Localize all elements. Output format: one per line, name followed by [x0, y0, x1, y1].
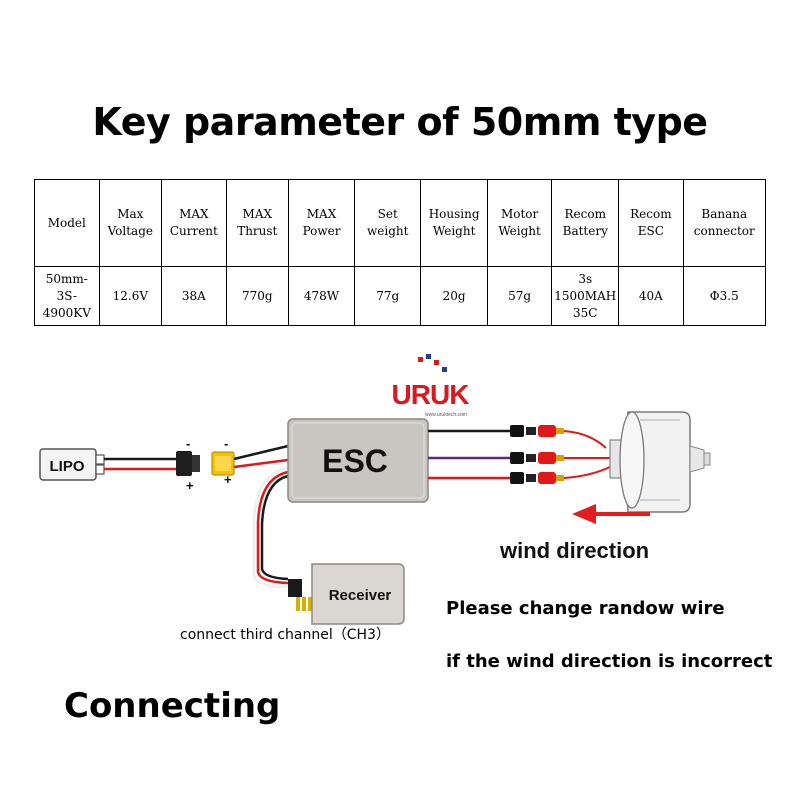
wiring-diagram: LIPO - + - + ESC URUK www.uruktech.com [39, 354, 711, 625]
connector-plus-sign: + [186, 478, 194, 493]
battery-connector-female [176, 451, 200, 476]
edf-fan-unit [609, 411, 711, 513]
wiring-note-line-1: Please change randow wire [446, 598, 725, 619]
value-cell-set-weight: 77g [354, 266, 422, 326]
page-title: Key parameter of 50mm type [92, 100, 708, 144]
uruk-logo: URUK www.uruktech.com [392, 354, 470, 418]
value-cell-motor-weight: 57g [486, 266, 553, 326]
value-cell-max-thrust: 770g [225, 266, 289, 326]
wind-direction-label: wind direction [499, 538, 649, 563]
esc-power-red-wire [233, 458, 289, 469]
value-cell-recom-esc: 40A [618, 266, 684, 326]
logo-subtext: www.uruktech.com [425, 412, 467, 418]
lipo-label: LIPO [49, 458, 84, 475]
value-cell-model: 50mm-3S-4900KV [34, 266, 100, 326]
header-cell-model: Model [34, 179, 100, 267]
value-cell-housing-weight: 20g [420, 266, 488, 326]
receiver-cable-red [256, 470, 289, 585]
channel-label: connect third channel（CH3） [180, 627, 390, 643]
battery-connector-male [211, 451, 235, 476]
bullet-connector-middle [510, 452, 564, 464]
table-value-row: 50mm-3S-4900KV 12.6V 38A 770g 478W 77g 2… [34, 266, 767, 326]
value-cell-banana-connector: Φ3.5 [682, 266, 767, 326]
lipo-battery: LIPO [39, 448, 105, 481]
logo-text: URUK [392, 379, 470, 410]
value-cell-max-voltage: 12.6V [98, 266, 163, 326]
esc-label: ESC [322, 443, 388, 479]
bullet-connector-bottom [510, 472, 564, 484]
value-cell-max-current: 38A [161, 266, 227, 326]
connecting-heading: Connecting [64, 686, 281, 726]
motor-lead-top [563, 430, 607, 449]
esc-module: ESC [287, 418, 429, 503]
motor-lead-bottom [563, 465, 613, 479]
receiver-cable-black [260, 474, 289, 581]
wiring-note-line-2: if the wind direction is incorrect [446, 651, 773, 672]
connector-minus-sign: - [186, 436, 190, 451]
esc-minus-sign: - [224, 436, 228, 451]
wind-direction-arrow [572, 504, 650, 524]
esc-power-black-wire [233, 444, 289, 461]
receiver-module: Receiver [288, 563, 405, 625]
receiver-cable-white [252, 466, 289, 589]
bullet-connector-top [510, 425, 564, 437]
esc-plus-sign: + [224, 472, 232, 487]
receiver-label: Receiver [329, 587, 392, 604]
value-cell-max-power: 478W [287, 266, 356, 326]
